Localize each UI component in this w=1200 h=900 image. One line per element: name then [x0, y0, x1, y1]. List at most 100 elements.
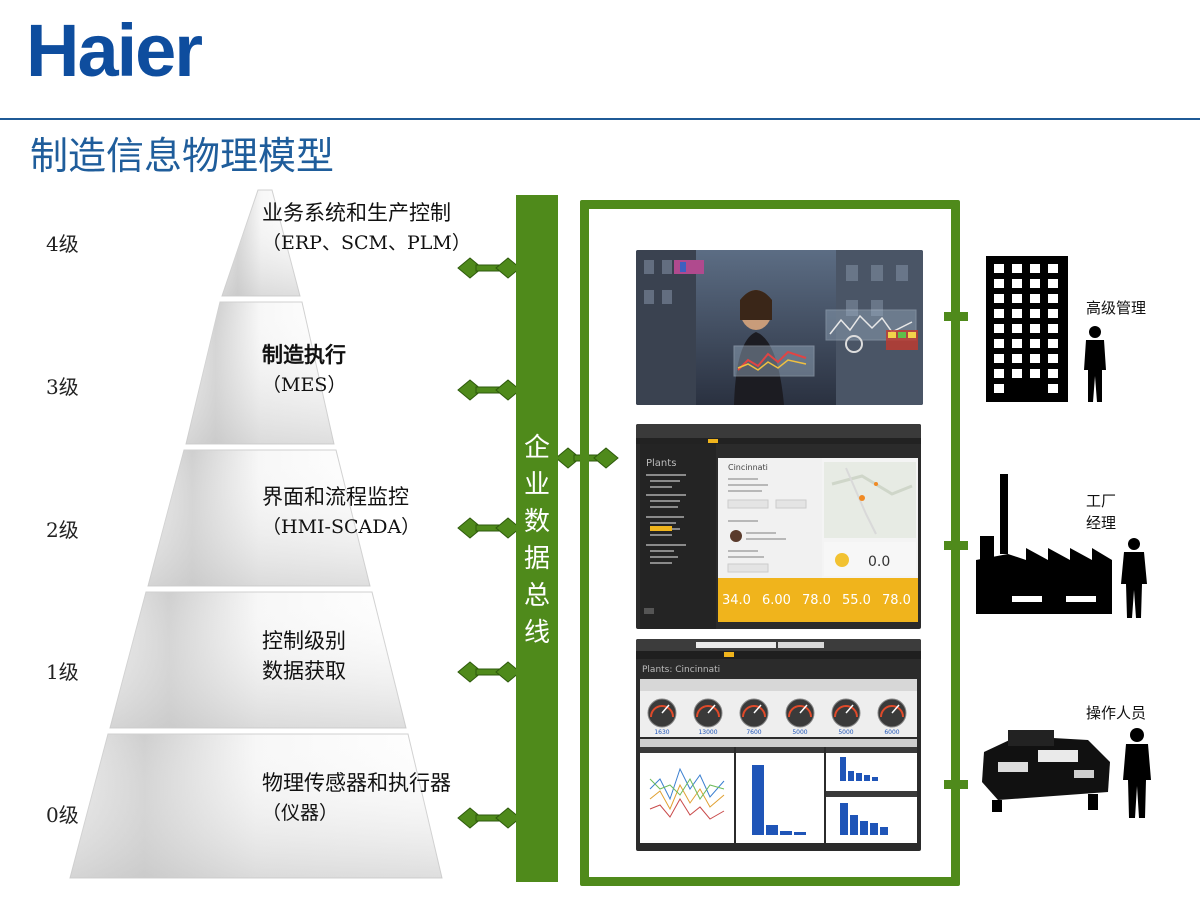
- frame-connector-middle: [944, 541, 968, 550]
- building-window: [994, 309, 1004, 318]
- haier-logo: Haier: [26, 9, 203, 92]
- building-window: [1030, 354, 1040, 363]
- office-building-icon: [986, 256, 1068, 402]
- gauge-value: 1630: [654, 729, 669, 736]
- layer-4-title: 业务系统和生产控制: [262, 201, 451, 225]
- bus-char: 总: [523, 581, 550, 611]
- double-arrow-connector-icon: [457, 661, 521, 683]
- building-window: [1012, 324, 1022, 333]
- plants-kpi-value: 78.0: [882, 593, 911, 608]
- building-window: [1030, 279, 1040, 288]
- building-window: [1048, 324, 1058, 333]
- gauge-needle: [799, 704, 808, 714]
- level-label-3: 3级: [46, 375, 79, 399]
- frame-connector-bottom: [944, 780, 968, 789]
- building-window: [994, 264, 1004, 273]
- bus-label: 企 业 数 据 总 线: [516, 430, 558, 652]
- gauge-needle: [845, 704, 854, 714]
- gauge-arc: [650, 705, 674, 718]
- plants-dashboard-screenshot: Plants Cincinnati 0.0 34.0 6.00 78.0 55.0 78…: [636, 424, 921, 629]
- layer-4-subtitle: （ERP、SCM、PLM）: [262, 232, 471, 254]
- building-window: [1030, 294, 1040, 303]
- building-window: [1048, 354, 1058, 363]
- building-window: [994, 384, 1004, 393]
- layer-2-subtitle: （HMI-SCADA）: [262, 516, 421, 538]
- gauge-value: 13000: [698, 729, 717, 736]
- plants-kpi-value: 6.00: [762, 593, 791, 608]
- kpi-title: Plants: Cincinnati: [642, 665, 720, 675]
- role-factory-line2: 经理: [1086, 514, 1117, 532]
- bus-char: 据: [523, 544, 550, 574]
- building-window: [994, 279, 1004, 288]
- building-window: [1030, 324, 1040, 333]
- building-window: [1012, 339, 1022, 348]
- machine-icon: [982, 730, 1110, 812]
- layer-2-text: 界面和流程监控 （HMI-SCADA）: [262, 482, 420, 542]
- building-window: [994, 369, 1004, 378]
- building-window: [1012, 264, 1022, 273]
- person-silhouette-icon: [1123, 728, 1151, 818]
- gauge-needle: [661, 704, 670, 714]
- gauge-value: 5000: [792, 729, 807, 736]
- building-window: [1012, 369, 1022, 378]
- level-label-2: 2级: [46, 518, 79, 542]
- role-factory-manager: 工厂 经理: [1086, 490, 1116, 534]
- building-window: [1012, 309, 1022, 318]
- gauge-needle: [753, 704, 762, 714]
- layer-1-title: 控制级别: [262, 629, 346, 653]
- plants-kpi-value: 78.0: [802, 593, 831, 608]
- building-window: [1012, 294, 1022, 303]
- double-arrow-connector-icon: [457, 807, 521, 829]
- double-arrow-connector-icon: [457, 517, 521, 539]
- building-window: [994, 324, 1004, 333]
- bus-char: 线: [523, 618, 550, 648]
- gauge-arc: [880, 705, 904, 718]
- level-label-1: 1级: [46, 660, 79, 684]
- gauge-needle: [707, 704, 716, 714]
- building-window: [1030, 369, 1040, 378]
- kpi-gauge-row: 1630 13000 7600 5000 5000 6000: [647, 698, 907, 736]
- building-window: [994, 294, 1004, 303]
- plants-kpi-value: 34.0: [722, 593, 751, 608]
- layer-2-title: 界面和流程监控: [262, 485, 409, 509]
- plants-city: Cincinnati: [728, 463, 768, 472]
- building-window: [1012, 354, 1022, 363]
- layer-4-text: 业务系统和生产控制 （ERP、SCM、PLM）: [262, 198, 471, 258]
- enterprise-data-bus: [516, 195, 558, 882]
- layer-0-subtitle: （仪器）: [262, 802, 339, 824]
- layer-3-text: 制造执行 （MES）: [262, 340, 346, 400]
- plants-kpi-value: 55.0: [842, 593, 871, 608]
- layer-0-title: 物理传感器和执行器: [262, 771, 451, 795]
- bus-char: 企: [523, 433, 550, 463]
- role-senior-management: 高级管理: [1086, 299, 1147, 317]
- layer-3-title: 制造执行: [262, 343, 346, 367]
- building-window: [1030, 264, 1040, 273]
- plants-weather: 0.0: [868, 554, 890, 570]
- gauge-value: 6000: [884, 729, 899, 736]
- layer-1-subtitle: 数据获取: [262, 659, 346, 683]
- frame-connector-top: [944, 312, 968, 321]
- plants-title: Plants: [646, 458, 676, 469]
- building-window: [1048, 294, 1058, 303]
- building-window: [1048, 279, 1058, 288]
- layer-3-subtitle: （MES）: [262, 374, 347, 396]
- double-arrow-connector-icon: [457, 257, 521, 279]
- building-window: [1048, 384, 1058, 393]
- gauge-value: 5000: [838, 729, 853, 736]
- building-window: [1048, 309, 1058, 318]
- role-operators: 操作人员: [1086, 704, 1147, 722]
- role-factory-line1: 工厂: [1086, 492, 1117, 510]
- plants-kpi-row: 34.0 6.00 78.0 55.0 78.0: [722, 593, 911, 608]
- gauge-arc: [788, 705, 812, 718]
- gauge-value: 7600: [746, 729, 761, 736]
- building-window: [1048, 369, 1058, 378]
- header-divider: [0, 118, 1200, 120]
- person-silhouette-icon: [1084, 326, 1106, 402]
- bus-char: 业: [523, 470, 550, 500]
- building-window: [994, 339, 1004, 348]
- level-label-4: 4级: [46, 232, 79, 256]
- kpi-dashboard-screenshot: Plants: Cincinnati 1630 13000 7600 5000 5000…: [636, 639, 921, 851]
- double-arrow-connector-icon: [457, 379, 521, 401]
- building-window: [1048, 339, 1058, 348]
